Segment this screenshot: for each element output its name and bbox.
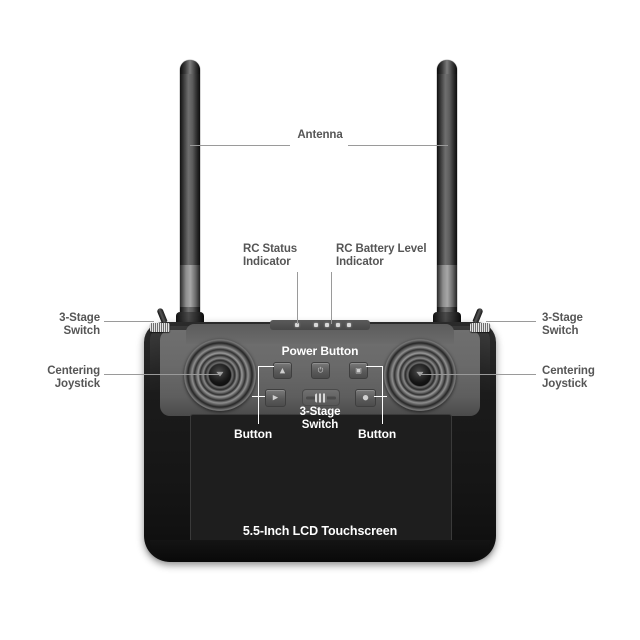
top-button-1[interactable]: ▲ xyxy=(273,362,292,379)
three-stage-slider-switch[interactable] xyxy=(302,389,340,406)
leader-antenna-right xyxy=(348,145,448,146)
label-button-left: Button xyxy=(234,427,273,441)
three-stage-switch-left[interactable] xyxy=(150,307,170,332)
label-rc-battery-level-indicator: RC Battery Level Indicator xyxy=(336,243,427,268)
centering-joystick-right[interactable] xyxy=(384,339,456,411)
label-centering-joystick-left: Centering Joystick xyxy=(47,365,100,390)
top-button-3[interactable]: ▣ xyxy=(349,362,368,379)
antenna-left-tip xyxy=(180,60,200,74)
leader-button-right-drop xyxy=(382,366,383,424)
label-power-button: Power Button xyxy=(281,344,359,358)
joystick-left-stick[interactable] xyxy=(209,364,231,386)
leader-centering-joystick-right xyxy=(420,374,536,375)
rc-battery-led-1 xyxy=(314,323,318,327)
leader-antenna-left xyxy=(190,145,290,146)
indicator-strip xyxy=(270,320,370,330)
top-button-1-icon: ▲ xyxy=(279,366,286,374)
label-three-stage-switch-center: 3-Stage Switch xyxy=(299,406,341,431)
label-screen: 5.5-Inch LCD Touchscreen xyxy=(242,524,398,538)
centering-joystick-left[interactable] xyxy=(184,339,256,411)
label-three-stage-switch-right: 3-Stage Switch xyxy=(542,312,583,337)
button-right[interactable]: ● xyxy=(355,389,376,407)
antenna-right-segment xyxy=(437,265,457,307)
leader-three-stage-switch-right xyxy=(486,321,536,322)
leader-power-button-right xyxy=(366,366,382,367)
three-stage-switch-left-lever[interactable] xyxy=(156,307,168,324)
rc-battery-led-3 xyxy=(336,323,340,327)
power-icon: ⏻ xyxy=(317,366,324,374)
leader-rc-battery xyxy=(331,272,332,324)
three-stage-switch-right-collar xyxy=(470,323,490,332)
rc-battery-led-4 xyxy=(347,323,351,327)
three-stage-switch-right[interactable] xyxy=(470,307,490,332)
antenna-right xyxy=(437,60,457,322)
button-left[interactable]: ▶ xyxy=(265,389,286,407)
label-rc-status-indicator: RC Status Indicator xyxy=(243,243,298,268)
device-bottom-lip xyxy=(150,540,490,562)
rc-battery-led-2 xyxy=(325,323,329,327)
slider-knob[interactable] xyxy=(315,393,327,402)
rc-status-led xyxy=(295,323,299,327)
three-stage-switch-left-collar xyxy=(150,323,170,332)
label-button-right: Button xyxy=(358,427,397,441)
label-centering-joystick-right: Centering Joystick xyxy=(542,365,595,390)
lcd-touchscreen[interactable] xyxy=(190,414,452,550)
button-right-icon: ● xyxy=(362,393,369,402)
three-stage-switch-right-lever[interactable] xyxy=(472,307,484,324)
control-face-upper xyxy=(186,324,454,344)
power-button[interactable]: ⏻ xyxy=(311,362,330,379)
leader-button-left-drop xyxy=(258,366,259,424)
label-three-stage-switch-left: 3-Stage Switch xyxy=(59,312,100,337)
antenna-left-segment xyxy=(180,265,200,307)
antenna-left xyxy=(180,60,200,322)
leader-power-button-left xyxy=(258,366,274,367)
antenna-right-tip xyxy=(437,60,457,74)
leader-centering-joystick-left xyxy=(104,374,220,375)
label-antenna: Antenna xyxy=(297,129,343,141)
leader-three-stage-switch-left xyxy=(104,321,154,322)
leader-rc-status xyxy=(297,272,298,324)
top-button-3-icon: ▣ xyxy=(355,366,362,374)
joystick-right-stick[interactable] xyxy=(409,364,431,386)
leader-button-right-stub xyxy=(374,396,387,397)
button-left-icon: ▶ xyxy=(272,393,279,402)
